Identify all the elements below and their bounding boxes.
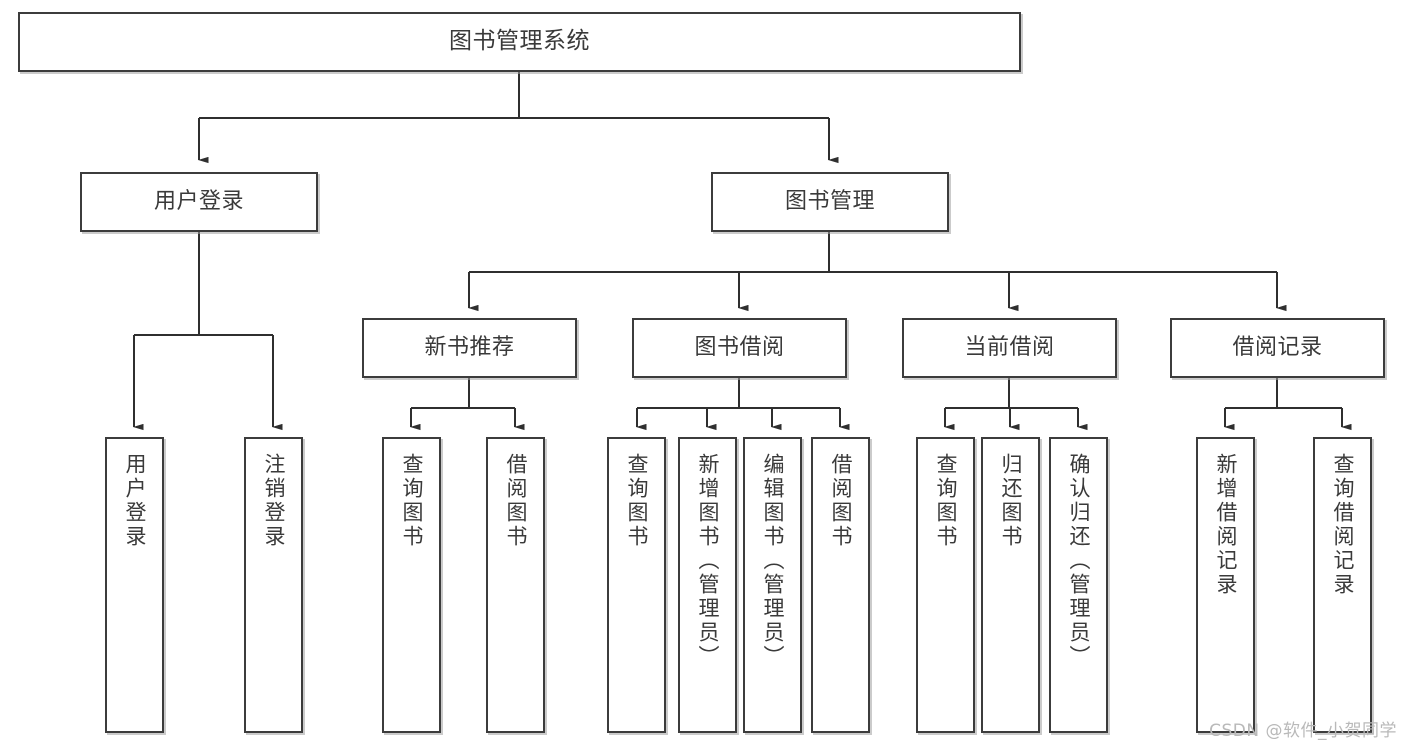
node-leaf-confirm-return-label: 确认归还（管理员） (1067, 453, 1091, 669)
node-leaf-borrow-book-2-label: 借阅图书 (829, 453, 853, 549)
node-leaf-user-login-label: 用户登录 (123, 453, 147, 549)
node-new-book-recommend[interactable]: 新书推荐 (362, 318, 577, 378)
node-leaf-query-book-2-label: 查询图书 (625, 453, 649, 549)
node-leaf-user-logout-label: 注销登录 (262, 453, 286, 549)
node-leaf-query-book-3-label: 查询图书 (934, 453, 958, 549)
node-leaf-return-book[interactable]: 归还图书 (981, 437, 1040, 733)
node-leaf-query-book-1[interactable]: 查询图书 (382, 437, 441, 733)
node-leaf-add-record-label: 新增借阅记录 (1214, 453, 1238, 597)
node-book-manage-label: 图书管理 (784, 188, 875, 214)
node-book-manage[interactable]: 图书管理 (711, 172, 949, 232)
node-leaf-query-book-3[interactable]: 查询图书 (916, 437, 975, 733)
node-leaf-query-book-1-label: 查询图书 (400, 453, 424, 549)
node-leaf-borrow-book-2[interactable]: 借阅图书 (811, 437, 870, 733)
node-leaf-borrow-book-1[interactable]: 借阅图书 (486, 437, 545, 733)
node-borrow-record-label: 借阅记录 (1232, 334, 1323, 360)
node-leaf-user-logout[interactable]: 注销登录 (244, 437, 303, 733)
node-book-borrow-label: 图书借阅 (694, 334, 785, 360)
node-leaf-add-book-label: 新增图书（管理员） (696, 453, 720, 669)
node-current-borrow[interactable]: 当前借阅 (902, 318, 1117, 378)
node-leaf-query-book-2[interactable]: 查询图书 (607, 437, 666, 733)
watermark-text: CSDN @软件_小贺同学 (1209, 721, 1397, 741)
node-leaf-confirm-return[interactable]: 确认归还（管理员） (1049, 437, 1108, 733)
node-leaf-add-book[interactable]: 新增图书（管理员） (678, 437, 737, 733)
node-leaf-add-record[interactable]: 新增借阅记录 (1196, 437, 1255, 733)
node-leaf-query-record[interactable]: 查询借阅记录 (1313, 437, 1372, 733)
node-leaf-user-login[interactable]: 用户登录 (105, 437, 164, 733)
node-root-label: 图书管理系统 (449, 28, 590, 55)
node-book-borrow[interactable]: 图书借阅 (632, 318, 847, 378)
node-leaf-edit-book[interactable]: 编辑图书（管理员） (743, 437, 802, 733)
node-current-borrow-label: 当前借阅 (964, 334, 1055, 360)
node-root[interactable]: 图书管理系统 (18, 12, 1021, 72)
node-leaf-edit-book-label: 编辑图书（管理员） (761, 453, 785, 669)
node-user-login-label: 用户登录 (153, 188, 244, 214)
node-leaf-query-record-label: 查询借阅记录 (1331, 453, 1355, 597)
node-borrow-record[interactable]: 借阅记录 (1170, 318, 1385, 378)
node-leaf-return-book-label: 归还图书 (999, 453, 1023, 549)
node-user-login[interactable]: 用户登录 (80, 172, 318, 232)
node-leaf-borrow-book-1-label: 借阅图书 (504, 453, 528, 549)
node-new-book-recommend-label: 新书推荐 (424, 334, 515, 360)
